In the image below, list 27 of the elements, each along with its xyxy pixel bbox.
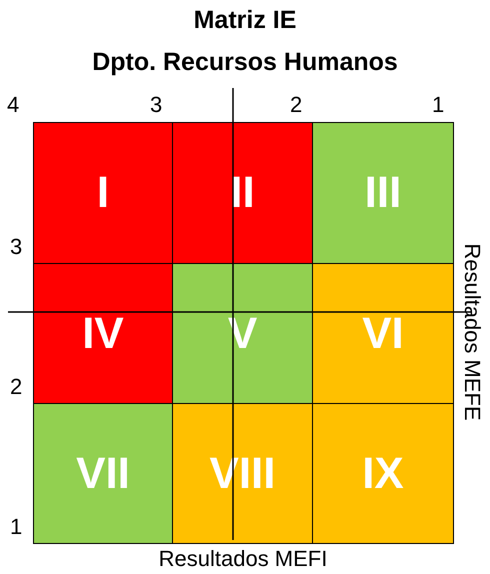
cell-label: VI [362,308,404,358]
cell-label: III [364,168,402,218]
cell-label: VII [76,448,130,498]
matrix-cell [33,403,173,544]
tick-label: 2 [10,374,22,400]
matrix-cell [312,403,454,544]
axis-title: Resultados MEFI [158,546,328,572]
matrix-cell [312,122,454,264]
matrix-cell [312,263,454,404]
matrix-cell [33,263,173,404]
cell-label: IX [362,448,404,498]
tick-label: 1 [10,514,22,540]
matrix-cell [172,403,313,544]
matrix-cell [172,122,313,264]
tick-label: 4 [7,92,20,118]
tick-label: 1 [432,92,444,118]
cell-label: I [96,168,110,218]
matrix-cell [33,122,173,264]
cell-label: IV [82,308,124,358]
tick-label: 3 [150,92,162,118]
tick-label: 2 [290,92,302,118]
chart-subtitle: Dpto. Recursos Humanos [91,48,399,77]
cell-label: II [230,168,255,218]
tick-label: 3 [10,234,22,260]
matrix-cell [172,263,313,404]
axis-title: Resultados MEFE [459,243,485,421]
chart-title: Matriz IE [192,6,298,35]
